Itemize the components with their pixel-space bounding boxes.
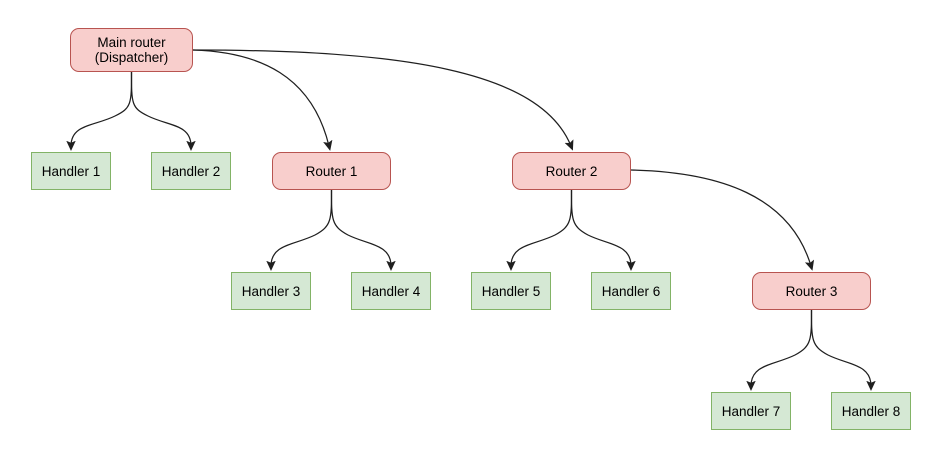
node-handler-3[interactable]: Handler 3: [231, 272, 311, 310]
node-handler-6[interactable]: Handler 6: [591, 272, 671, 310]
edge-router2-to-handler-6: [570, 189, 636, 271]
edge-router3-to-handler-7: [746, 309, 813, 391]
node-label-handler-1: Handler 1: [41, 163, 101, 179]
node-handler-4[interactable]: Handler 4: [351, 272, 431, 310]
node-label-handler-8: Handler 8: [841, 403, 901, 419]
edge-main-to-handler-1: [66, 71, 133, 151]
node-main-router[interactable]: Main router (Dispatcher): [70, 28, 193, 72]
edge-router1-to-handler-3: [266, 189, 333, 271]
node-label-handler-5: Handler 5: [481, 283, 541, 299]
node-label-router-2: Router 2: [545, 163, 598, 179]
edge-main-to-handler-2: [130, 71, 196, 151]
edge-main-to-router-2: [192, 49, 574, 151]
edge-router2-to-handler-5: [506, 189, 573, 271]
node-handler-7[interactable]: Handler 7: [711, 392, 791, 430]
edges-group: [66, 49, 876, 391]
node-router-1[interactable]: Router 1: [272, 152, 391, 190]
node-label-handler-7: Handler 7: [721, 403, 781, 419]
node-handler-2[interactable]: Handler 2: [151, 152, 231, 190]
node-label-router-3: Router 3: [785, 283, 838, 299]
edge-main-to-router-1: [192, 49, 333, 151]
edge-router3-to-handler-8: [810, 309, 876, 391]
node-handler-8[interactable]: Handler 8: [831, 392, 911, 430]
node-router-3[interactable]: Router 3: [752, 272, 871, 310]
edge-router1-to-handler-4: [330, 189, 396, 271]
node-label-main-router: Main router (Dispatcher): [94, 35, 169, 65]
node-handler-5[interactable]: Handler 5: [471, 272, 551, 310]
node-label-handler-4: Handler 4: [361, 283, 421, 299]
edge-router2-to-router-3: [630, 169, 815, 271]
node-handler-1[interactable]: Handler 1: [31, 152, 111, 190]
node-router-2[interactable]: Router 2: [512, 152, 631, 190]
node-label-router-1: Router 1: [305, 163, 358, 179]
node-label-handler-2: Handler 2: [161, 163, 221, 179]
node-label-handler-3: Handler 3: [241, 283, 301, 299]
node-label-handler-6: Handler 6: [601, 283, 661, 299]
